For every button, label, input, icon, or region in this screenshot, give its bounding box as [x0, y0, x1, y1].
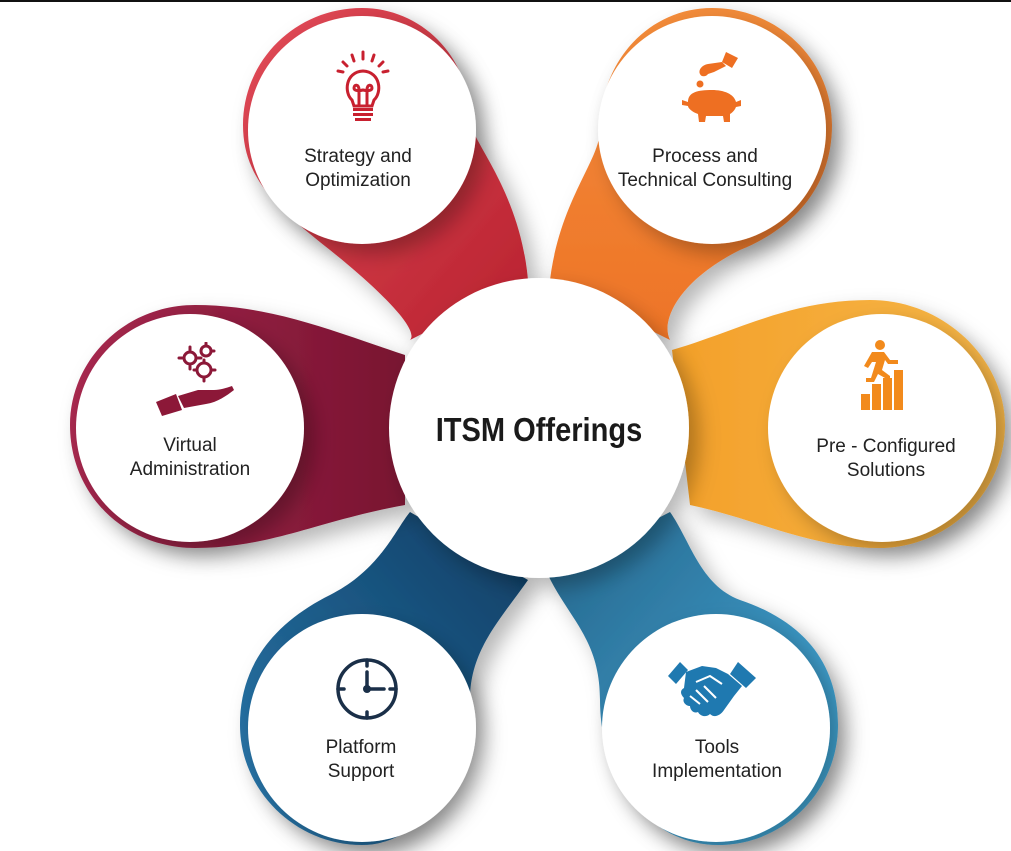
circle-platform [248, 614, 476, 842]
label-process: Process and Technical Consulting [618, 145, 792, 193]
handshake-icon [668, 662, 756, 717]
label-virtual: Virtual Administration [130, 434, 250, 482]
circle-preconfigured [768, 314, 996, 542]
label-virtual-line2: Administration [129, 459, 251, 480]
clock-icon [336, 658, 398, 720]
label-process-line2: Technical Consulting [617, 170, 793, 191]
label-preconfigured: Pre - Configured Solutions [816, 435, 955, 483]
label-platform-line1: Platform [325, 737, 397, 758]
label-platform: Platform Support [326, 736, 397, 784]
label-tools-line2: Implementation [652, 761, 782, 782]
top-border [0, 0, 1011, 2]
hand-gears-icon [156, 342, 234, 416]
label-strategy-line2: Optimization [305, 170, 411, 191]
circle-strategy [248, 16, 476, 244]
lightbulb-icon [336, 50, 390, 121]
label-preconfigured-line2: Solutions [846, 460, 926, 481]
center-circle [389, 278, 689, 578]
label-preconfigured-line1: Pre - Configured [816, 436, 956, 457]
label-strategy-line1: Strategy and [304, 146, 412, 167]
label-tools-line1: Tools [694, 737, 740, 758]
label-strategy: Strategy and Optimization [304, 145, 412, 193]
piggy-bank-coin-icon [682, 52, 741, 122]
label-process-line1: Process and [652, 146, 758, 167]
label-platform-line2: Support [327, 761, 395, 782]
label-tools: Tools Implementation [652, 736, 782, 784]
label-virtual-line1: Virtual [163, 435, 217, 456]
running-up-bars-icon [861, 340, 903, 410]
circle-tools [602, 614, 830, 842]
circle-process [598, 16, 826, 244]
center-title: ITSM Offerings [435, 411, 643, 448]
circle-virtual [76, 314, 304, 542]
